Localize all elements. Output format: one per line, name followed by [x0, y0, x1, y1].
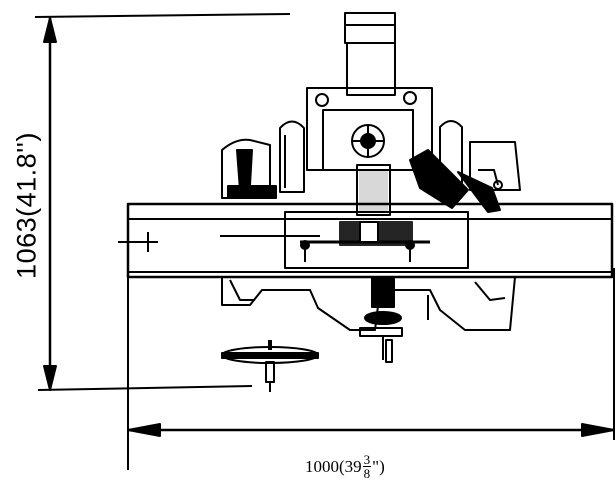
fraction-denominator: 8 [363, 466, 371, 481]
width-dimension-fraction: 3 8 [362, 452, 372, 481]
width-dimension-prefix: 1000(39 [305, 456, 362, 476]
swivel-handle [409, 149, 501, 213]
height-dimension-label: 1063(41.8'') [11, 132, 42, 279]
work-table [118, 202, 614, 279]
head-housing [306, 87, 433, 216]
machine-base [221, 276, 516, 331]
width-dimension-suffix: ") [372, 456, 385, 476]
height-dimension-lines [34, 13, 291, 391]
width-dimension-lines [127, 258, 615, 470]
elevating-screw [359, 276, 403, 363]
right-column [439, 120, 521, 191]
handwheel [221, 340, 319, 392]
left-column [221, 120, 305, 199]
fraction-numerator: 3 [362, 452, 372, 467]
spindle-motor [344, 12, 396, 96]
width-dimension-label: 1000(39 3 8 ") [305, 453, 385, 480]
